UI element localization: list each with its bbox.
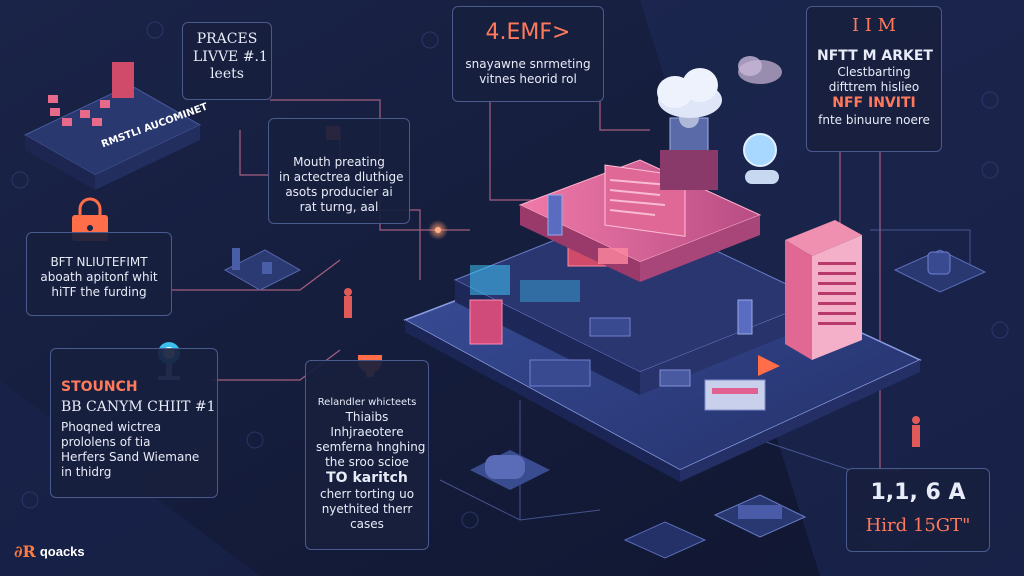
nft-line-3: NFF INVITI <box>832 95 916 111</box>
relander-line-4: semferna hnghing <box>316 439 426 454</box>
main-platform <box>403 159 922 482</box>
left-server-block <box>23 62 202 190</box>
stounch-line-5: in thidrg <box>61 465 112 479</box>
nft-line-2: difttrem hislieo <box>828 80 920 94</box>
places-text: leets <box>210 66 244 82</box>
places-title: PRACES <box>196 31 258 47</box>
server-icon <box>785 220 862 360</box>
card-relander: Relandler whicteets Thiaibs Inhjraeotere… <box>305 360 429 550</box>
card-bft: BFT NLIUTEFIMT aboath apitonf whit hiTF … <box>26 232 172 316</box>
nft-line-4: fnte binuure noere <box>818 112 930 127</box>
bg-hex-pattern <box>11 21 1009 529</box>
mouth-line-4: rat turng, aal <box>299 200 379 214</box>
card-emf: 4.EMF> snayawne snrmeting vitnes heorid … <box>452 6 604 102</box>
mouth-line-1: Mouth preating <box>293 155 385 169</box>
hird-label: Hird 15GT" <box>865 514 971 536</box>
relander-line-3: Inhjraeotere <box>330 424 404 439</box>
bft-line-1: BFT NLIUTEFIMT <box>50 255 148 269</box>
logo-mark: ∂R <box>14 542 36 561</box>
play-icon <box>758 355 780 376</box>
stounch-line-3: prololens of tia <box>61 435 151 449</box>
nft-title: NFTT M ARKET <box>817 47 933 64</box>
relander-line-6: TO karitch <box>326 469 408 486</box>
stounch-title: STOUNCH <box>61 379 138 395</box>
relander-line-9: cases <box>350 517 384 531</box>
places-subtitle: LIVVE #.1 <box>193 48 268 65</box>
bft-line-2: aboath apitonf whit <box>40 270 158 284</box>
cyan-screen <box>470 265 510 295</box>
logo-name: qoacks <box>39 544 85 559</box>
relander-line-8: nyethited therr <box>321 502 413 516</box>
stounch-line-4: Herfers Sand Wiemane <box>61 450 200 464</box>
red-panel <box>112 62 134 98</box>
relander-line-2: Thiaibs <box>345 409 389 424</box>
right-device <box>893 249 987 293</box>
emf-title: 4.EMF> <box>485 20 571 45</box>
bft-line-3: hiTF the furding <box>51 285 147 299</box>
nft-line-1: Clestbarting <box>837 65 911 79</box>
terminal-device <box>223 248 302 291</box>
card-mouth: Mouth preating in actectrea dluthige aso… <box>268 118 410 224</box>
emf-line-2: vitnes heorid rol <box>479 71 577 86</box>
pink-panel <box>469 299 503 345</box>
emf-line-1: snayawne snrmeting <box>465 56 591 71</box>
relander-line-7: cherr torting uo <box>319 487 415 501</box>
device-box <box>704 379 766 411</box>
person-figures <box>344 288 920 447</box>
brand-logo: ∂R qoacks <box>14 542 85 561</box>
card-stounch: STOUNCH BB CANYM CHIIT #1 Phoqned wictre… <box>50 348 218 498</box>
cloud-icon <box>657 56 782 118</box>
search-icon <box>743 133 779 184</box>
chip-icon <box>598 248 628 264</box>
hird-number: 1,1, 6 A <box>870 480 966 505</box>
nft-top: I I M <box>851 15 897 36</box>
stounch-line-2: Phoqned wictrea <box>61 420 162 434</box>
stounch-subtitle: BB CANYM CHIIT #1 <box>61 398 216 415</box>
mouth-line-3: asots producier ai <box>285 185 393 199</box>
card-nft-market: I I M NFTT M ARKET Clestbarting difttrem… <box>806 6 942 152</box>
mouth-line-2: in actectrea dluthige <box>279 170 404 184</box>
card-hird: 1,1, 6 A Hird 15GT" <box>846 468 990 552</box>
card-places: PRACES LIVVE #.1 leets <box>182 22 272 100</box>
relander-line-1: Relandler whicteets <box>317 397 417 408</box>
relander-line-5: the sroo scioe <box>325 454 409 469</box>
